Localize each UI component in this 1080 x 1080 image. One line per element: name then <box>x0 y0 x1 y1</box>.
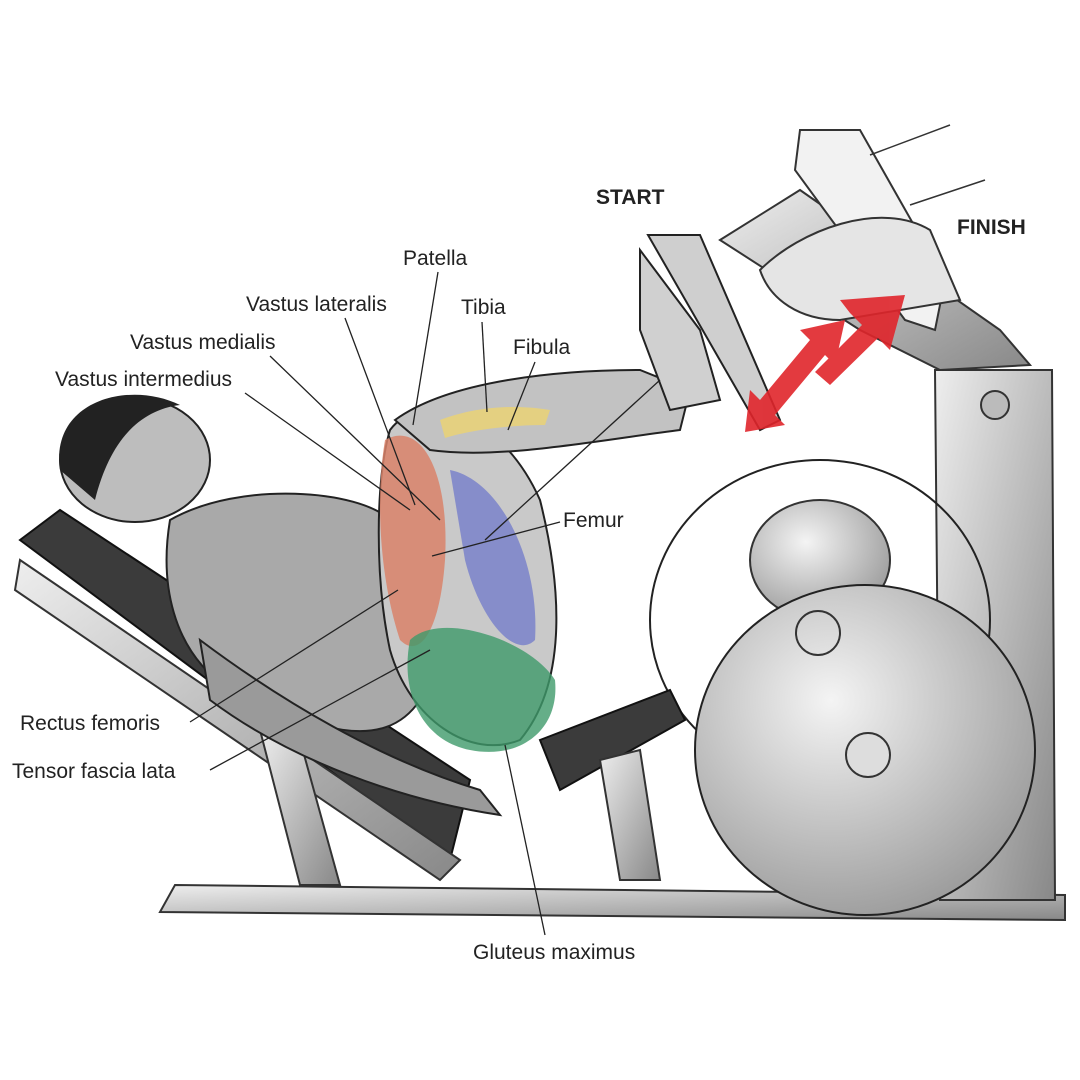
label-vastus-medialis: Vastus medialis <box>130 331 276 354</box>
hamstring-muscle <box>450 470 536 646</box>
leader-vastus-lateralis <box>344 317 416 506</box>
leader-rectus-femoris <box>189 589 399 723</box>
leader-vastus-medialis <box>269 355 441 521</box>
finish-label: FINISH <box>957 216 1026 239</box>
bench-seat <box>538 688 687 792</box>
label-fibula: Fibula <box>513 336 571 359</box>
label-tibia: Tibia <box>461 296 506 319</box>
finish-leg <box>758 216 962 322</box>
plate-hub <box>845 732 891 778</box>
bench-leg-2 <box>598 748 662 881</box>
athlete-arm <box>198 637 503 817</box>
leader-gluteus <box>504 744 546 936</box>
leader-patella <box>412 271 439 426</box>
frame-bolt <box>980 390 1010 420</box>
leader-femur-2 <box>484 379 661 541</box>
label-vastus-lateralis: Vastus lateralis <box>246 293 387 316</box>
start-label: START <box>596 186 665 209</box>
label-femur: Femur <box>563 509 624 532</box>
athlete-hair <box>59 394 181 500</box>
leader-tensor <box>209 649 431 771</box>
leader-lines <box>189 271 661 936</box>
leader-tibia <box>481 321 488 413</box>
quadriceps-muscle <box>380 435 446 647</box>
label-rectus-femoris: Rectus femoris <box>20 712 161 735</box>
label-vastus-intermedius: Vastus intermedius <box>55 368 233 391</box>
gluteus-muscle <box>407 627 556 752</box>
leader-fibula <box>507 361 536 431</box>
label-patella: Patella <box>403 247 468 270</box>
movement-arrow <box>745 295 905 432</box>
label-tensor-fascia-lata: Tensor fascia lata <box>12 760 176 783</box>
leader-femur <box>431 521 561 557</box>
athlete-foot <box>639 247 722 412</box>
label-gluteus-maximus: Gluteus maximus <box>473 941 636 964</box>
plate-hub-back <box>795 610 841 656</box>
leader-vastus-intermedius <box>244 392 411 511</box>
tibia-bone <box>440 407 550 438</box>
